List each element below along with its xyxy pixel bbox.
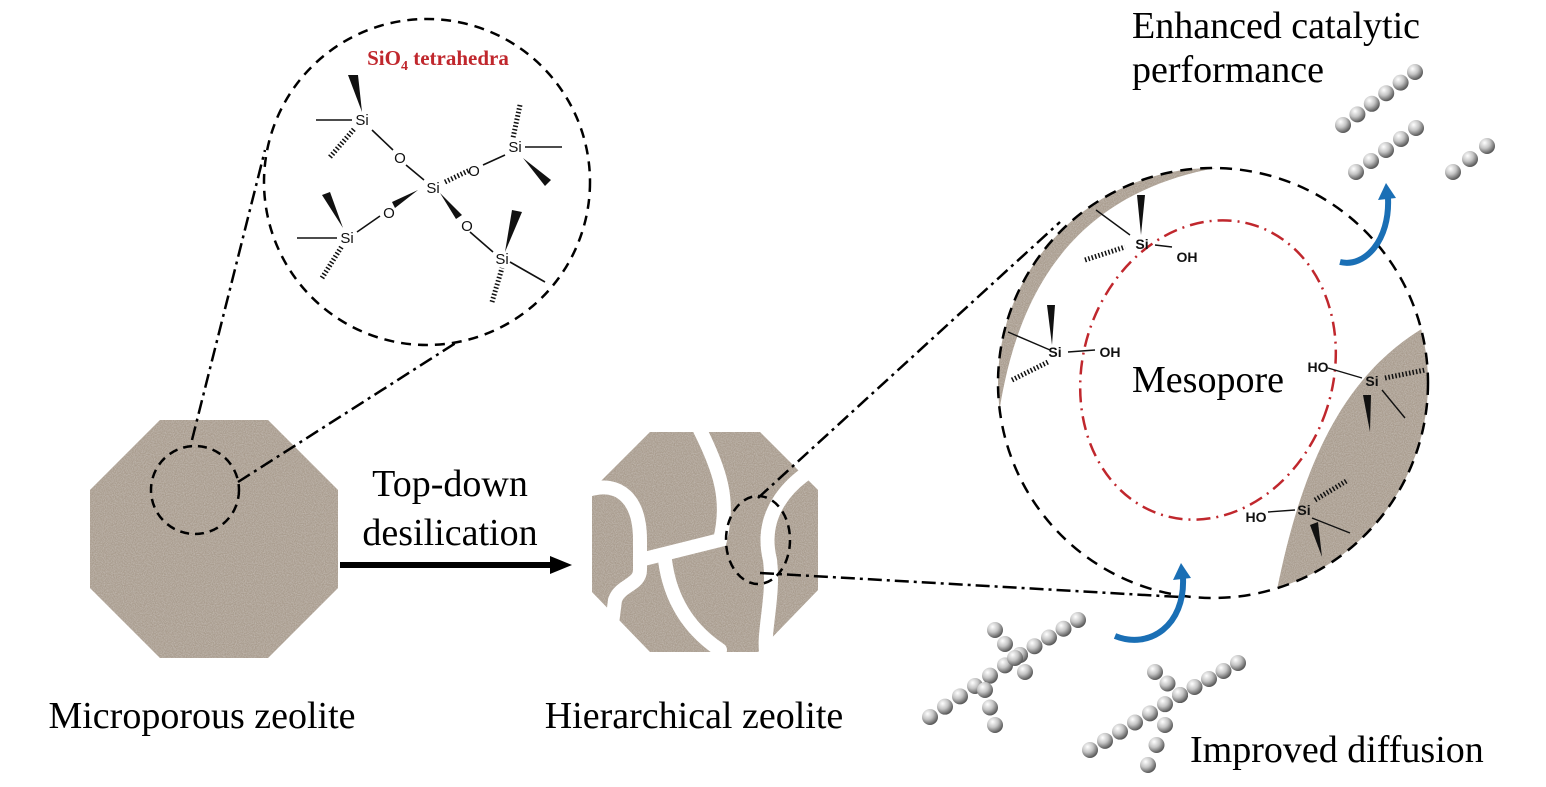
bead (1348, 164, 1364, 180)
svg-text:HO: HO (1246, 509, 1267, 525)
hierarchical-zeolite-crystal (581, 423, 847, 667)
bead (1157, 696, 1173, 713)
mesopore-inset: Si OH Si OH HO Si HO Si Mesopore (996, 166, 1430, 600)
bead (997, 636, 1013, 652)
bead (1363, 95, 1380, 112)
enhanced-label-line1: Enhanced catalytic (1132, 5, 1420, 47)
bead (1082, 742, 1098, 758)
bead (1147, 664, 1163, 680)
svg-text:Si: Si (1365, 373, 1378, 389)
bead (1157, 717, 1173, 733)
molecule-beads (922, 64, 1495, 773)
bead (1445, 164, 1461, 180)
bead (1127, 714, 1143, 731)
bead (1055, 620, 1072, 637)
tetrahedra-label: SiO4 tetrahedra (367, 46, 509, 74)
svg-text:OH: OH (1177, 249, 1198, 265)
zoom-region-ellipse (724, 494, 792, 586)
svg-text:O: O (394, 150, 406, 167)
bead (1408, 120, 1424, 136)
zoom-line (759, 571, 1181, 599)
svg-text:O: O (383, 205, 395, 222)
svg-text:Si: Si (355, 112, 368, 129)
bead (1041, 629, 1057, 646)
bead (1349, 106, 1366, 123)
bead (937, 698, 953, 715)
bead (1378, 85, 1395, 102)
svg-text:HO: HO (1308, 359, 1329, 375)
bead (1393, 131, 1409, 147)
diffusion-label: Improved diffusion (1190, 729, 1484, 771)
bead (1007, 650, 1023, 666)
bead (1159, 675, 1176, 692)
bead (987, 717, 1003, 733)
bead (977, 682, 993, 698)
bead (1142, 705, 1158, 722)
reactant-molecule (1147, 664, 1188, 703)
bead (987, 622, 1003, 638)
bead (1172, 687, 1188, 703)
reactant-molecule (1140, 717, 1173, 773)
bead (1097, 732, 1113, 749)
svg-text:Si: Si (508, 139, 521, 156)
mesopore-label: Mesopore (1132, 359, 1284, 401)
bead (1186, 679, 1203, 695)
microporous-zeolite-crystal (90, 420, 338, 658)
bead (1070, 612, 1086, 628)
bead (952, 688, 968, 705)
bead (1230, 655, 1246, 671)
bead (1017, 664, 1033, 680)
zoom-line (190, 149, 267, 441)
bead (1462, 151, 1478, 167)
bead (982, 667, 998, 684)
zoom-region-circle (149, 444, 241, 536)
reactant-molecule (977, 682, 1003, 733)
bead (1363, 153, 1379, 169)
enhanced-label-line2: performance (1132, 49, 1324, 91)
product-exit-arrow (1339, 183, 1396, 266)
process-label-line1: Top-down (372, 463, 528, 505)
bead (1112, 723, 1128, 740)
sio4-tetrahedra-inset: SiO4 tetrahedra Si (262, 17, 592, 347)
svg-text:Si: Si (495, 251, 508, 268)
svg-text:O: O (461, 218, 473, 235)
svg-text:Si: Si (426, 180, 439, 197)
product-molecule (1335, 64, 1423, 133)
bead (982, 699, 998, 716)
hierarchical-label: Hierarchical zeolite (545, 695, 844, 737)
svg-text:Si: Si (1048, 344, 1061, 360)
bead (1392, 74, 1409, 91)
mesopore-ring (1078, 219, 1338, 521)
bead (1201, 671, 1217, 687)
bead (1148, 737, 1165, 753)
svg-text:O: O (468, 163, 480, 180)
svg-text:OH: OH (1100, 344, 1121, 360)
reactant-entry-arrow (1113, 563, 1191, 643)
microporous-label: Microporous zeolite (48, 695, 355, 737)
bead (1335, 117, 1351, 133)
svg-text:Si: Si (1135, 236, 1148, 252)
bead (1407, 64, 1423, 80)
reactant-molecule (1012, 612, 1086, 663)
svg-text:Si: Si (1297, 502, 1310, 518)
bead (1140, 757, 1156, 773)
bead (1026, 638, 1043, 655)
desilication-arrow (340, 556, 572, 574)
svg-text:Si: Si (340, 230, 353, 247)
process-label-line2: desilication (362, 512, 537, 554)
product-molecule (1348, 120, 1424, 180)
bead (922, 709, 938, 725)
bead (1479, 138, 1495, 154)
product-molecule (1445, 138, 1495, 180)
reactant-molecule (987, 622, 1033, 680)
bead (1378, 142, 1394, 158)
bead (1215, 663, 1232, 679)
